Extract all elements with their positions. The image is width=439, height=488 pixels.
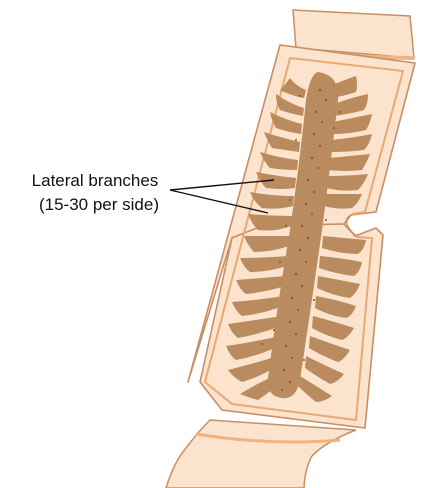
- lower-neighbor-segment: [166, 420, 356, 488]
- branches-per-side-label: (15-30 per side): [39, 195, 159, 214]
- lateral-branches-label: Lateral branches: [32, 171, 159, 190]
